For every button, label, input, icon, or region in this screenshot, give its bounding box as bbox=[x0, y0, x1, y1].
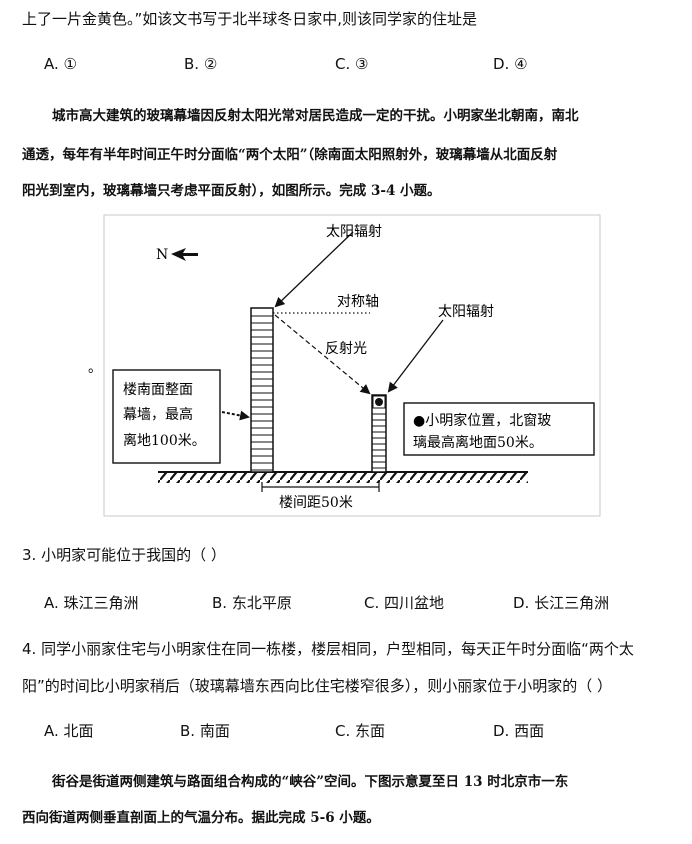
ground-hatch bbox=[158, 472, 528, 483]
q4-stem-line-1: 4. 同学小丽家住宅与小明家住在同一栋楼，楼层相同，户型相同，每天正午时分面临“… bbox=[22, 640, 634, 658]
q3-option-a: A. 珠江三角洲 bbox=[44, 594, 139, 612]
reflected-light-label: 反射光 bbox=[325, 341, 367, 357]
left-note-box bbox=[112, 369, 221, 464]
distance-label: 楼间距50米 bbox=[279, 495, 353, 511]
sun-ray-2 bbox=[387, 319, 444, 393]
tall-building bbox=[250, 307, 274, 473]
right-note-box bbox=[403, 402, 595, 456]
prev-option-a: A. ① bbox=[44, 55, 77, 73]
prev-option-c: C. ③ bbox=[335, 55, 369, 73]
sun-ray-1 bbox=[274, 231, 354, 308]
sun-radiation-label-1: 太阳辐射 bbox=[326, 224, 382, 240]
q4-option-a: A. 北面 bbox=[44, 722, 94, 740]
home-position-dot bbox=[375, 398, 383, 406]
q4-option-d: D. 西面 bbox=[493, 722, 545, 740]
q3-option-c: C. 四川盆地 bbox=[364, 594, 445, 612]
passage1-line-3: 阳光到室内，玻璃幕墙只考虑平面反射），如图所示。完成 3-4 小题。 bbox=[22, 183, 441, 199]
left-note-line-1: 楼南面整面 bbox=[123, 382, 193, 398]
right-note-line-1: ●小明家位置，北窗玻 bbox=[413, 412, 551, 429]
q3-stem: 3. 小明家可能位于我国的（ ） bbox=[22, 546, 226, 564]
left-note-line-2: 幕墙，最高 bbox=[123, 406, 193, 423]
right-note-line-2: 璃最高离地面50米。 bbox=[413, 434, 543, 451]
north-arrow-icon bbox=[171, 248, 198, 261]
q4-stem-line-2: 阳”的时间比小明家稍后（玻璃幕墙东西向比住宅楼窄很多），则小丽家位于小明家的（ … bbox=[22, 677, 613, 695]
prev-option-d: D. ④ bbox=[493, 55, 528, 73]
left-note-line-3: 离地100米。 bbox=[123, 432, 206, 449]
left-note-pointer bbox=[221, 410, 250, 421]
passage2-line-1: 街谷是街道两侧建筑与路面组合构成的“峡谷”空间。下图示意夏至日 13 时北京市一… bbox=[52, 774, 569, 790]
intro-line: 上了一片金黄色。”如该文书写于北半球冬日家中,则该同学家的住址是 bbox=[22, 10, 478, 28]
q3-option-b: B. 东北平原 bbox=[212, 594, 292, 612]
q4-option-b: B. 南面 bbox=[180, 722, 230, 740]
prev-option-b: B. ② bbox=[184, 55, 218, 73]
passage1-line-2: 通透，每年有半年时间正午时分面临“两个太阳”（除南面太阳照射外，玻璃幕墙从北面反… bbox=[22, 147, 558, 163]
stray-mark: 。 bbox=[88, 360, 102, 376]
north-label: N bbox=[156, 247, 168, 263]
reflected-ray bbox=[274, 314, 371, 395]
sun-radiation-label-2: 太阳辐射 bbox=[438, 304, 494, 320]
symmetry-axis-label: 对称轴 bbox=[337, 294, 379, 310]
passage2-line-2: 西向街道两侧垂直剖面上的气温分布。据此完成 5-6 小题。 bbox=[22, 810, 380, 826]
q4-option-c: C. 东面 bbox=[335, 722, 386, 740]
q3-option-d: D. 长江三角洲 bbox=[513, 594, 610, 612]
small-building bbox=[371, 394, 387, 473]
figure-frame bbox=[103, 214, 601, 517]
passage1-line-1: 城市高大建筑的玻璃幕墙因反射太阳光常对居民造成一定的干扰。小明家坐北朝南，南北 bbox=[52, 108, 579, 124]
